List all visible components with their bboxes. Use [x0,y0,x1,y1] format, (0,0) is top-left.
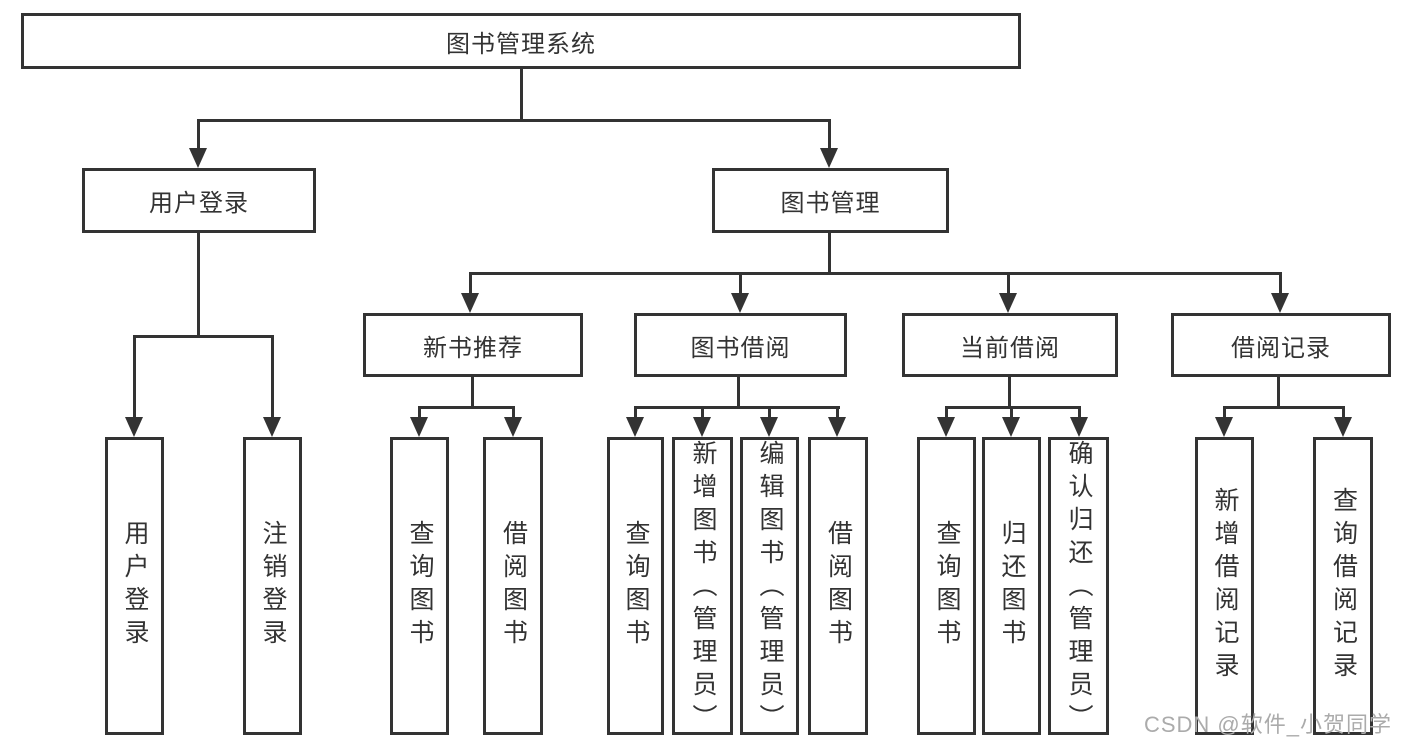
csdn-watermark: CSDN @软件_小贺同学 [1143,712,1392,737]
connector-leaf-stem [1342,407,1345,419]
connector-current-borrow-stem [1007,273,1010,293]
leaf-label: 查询图书 [406,520,434,652]
connector-leaf-stem [701,407,704,419]
leaf-cb-query-book: 查询图书 [917,437,976,735]
connector-user-login-stem [197,120,200,150]
arrowhead-to-bb-query-book [626,417,644,437]
leaf-label: 借阅图书 [499,520,528,652]
connector-book-borrow-stem [739,273,742,293]
leaf-label: 查询借阅记录 [1329,487,1358,685]
leaf-cb-confirm-return: 确认归还（管理员） [1048,437,1109,737]
node-label: 借阅记录 [1231,334,1331,362]
node-user-login: 用户登录 [82,168,316,233]
leaf-user-login: 用户登录 [105,437,164,735]
arrowhead-to-cb-query-book [937,417,955,437]
node-borrow-records: 借阅记录 [1171,313,1391,377]
arrowhead-to-leaf-user-login [125,417,143,437]
arrowhead-to-user-login [189,148,207,168]
connector-leaf-logout-stem [271,336,274,419]
connector-leaf-stem [634,407,637,419]
connector-leaf-stem [512,407,515,419]
connector-new-book-rec-stem [469,273,472,293]
connector-borrow-records-stem [1279,273,1282,293]
leaf-label: 新增图书（管理员） [689,440,717,737]
leaf-bb-add-book: 新增图书（管理员） [672,437,733,737]
node-label: 图书管理 [780,190,881,217]
leaf-bb-edit-book: 编辑图书（管理员） [740,437,799,737]
leaf-bb-borrow-book: 借阅图书 [808,437,868,735]
connector-leaf-stem [418,407,421,419]
arrowhead-to-cb-confirm-return [1070,417,1088,437]
node-current-borrow: 当前借阅 [902,313,1118,377]
arrowhead-to-borrow-records [1271,293,1289,313]
arrowhead-to-book-borrow [731,293,749,313]
connector-level1-rail [197,119,831,122]
arrowhead-to-bb-add-book [693,417,711,437]
arrowhead-to-rec-borrow-book [504,417,522,437]
connector-leaf-stem [836,407,839,419]
leaf-label: 借阅图书 [824,520,853,652]
node-label: 图书管理系统 [446,30,596,58]
leaf-label: 查询图书 [933,520,961,652]
connector-book-mgmt-drop [828,232,831,274]
connector-current-borrow-drop [1008,376,1011,407]
leaf-label: 编辑图书（管理员） [756,440,784,737]
arrowhead-to-current-borrow [999,293,1017,313]
arrowhead-to-new-book-rec [461,293,479,313]
connector-level2-rail [469,272,1282,275]
leaf-bb-query-book: 查询图书 [607,437,664,735]
connector-book-borrow-drop [737,376,740,407]
node-label: 图书借阅 [690,334,791,362]
connector-book-borrow-rail [634,406,840,409]
connector-new-book-rec-rail [418,406,515,409]
connector-user-login-drop [197,232,200,336]
node-book-borrow: 图书借阅 [634,313,847,377]
leaf-label: 归还图书 [998,520,1026,652]
node-new-book-rec: 新书推荐 [363,313,583,377]
arrowhead-to-br-query-record [1334,417,1352,437]
leaf-logout: 注销登录 [243,437,302,735]
arrowhead-to-bb-edit-book [760,417,778,437]
arrowhead-to-rec-query-book [410,417,428,437]
connector-leaf-stem [945,407,948,419]
connector-leaf-user-login-stem [133,336,136,419]
arrowhead-to-book-mgmt [820,148,838,168]
node-label: 当前借阅 [960,334,1060,362]
arrowhead-to-cb-return-book [1002,417,1020,437]
leaf-label: 注销登录 [259,520,287,652]
node-library-management-system: 图书管理系统 [21,13,1021,69]
connector-leaf-stem [1010,407,1013,419]
leaf-rec-query-book: 查询图书 [390,437,449,735]
leaf-label: 用户登录 [121,520,149,652]
connector-leaf-stem [1078,407,1081,419]
node-label: 用户登录 [149,190,249,217]
connector-current-borrow-rail [945,406,1081,409]
connector-leaf-stem [768,407,771,419]
connector-root-drop [520,68,523,120]
leaf-label: 新增借阅记录 [1211,487,1239,685]
connector-new-book-rec-drop [471,376,474,407]
connector-book-mgmt-stem [828,120,831,150]
leaf-label: 查询图书 [622,520,650,652]
leaf-label: 确认归还（管理员） [1065,440,1093,737]
connector-user-login-rail [133,335,274,338]
node-book-mgmt: 图书管理 [712,168,949,233]
arrowhead-to-leaf-logout [263,417,281,437]
leaf-rec-borrow-book: 借阅图书 [483,437,543,735]
arrowhead-to-bb-borrow-book [828,417,846,437]
leaf-br-query-record: 查询借阅记录 [1313,437,1373,735]
arrowhead-to-br-add-record [1215,417,1233,437]
connector-borrow-records-drop [1277,376,1280,407]
leaf-cb-return-book: 归还图书 [982,437,1041,735]
connector-borrow-records-rail [1223,406,1345,409]
node-label: 新书推荐 [423,334,523,362]
connector-leaf-stem [1223,407,1226,419]
leaf-br-add-record: 新增借阅记录 [1195,437,1254,735]
